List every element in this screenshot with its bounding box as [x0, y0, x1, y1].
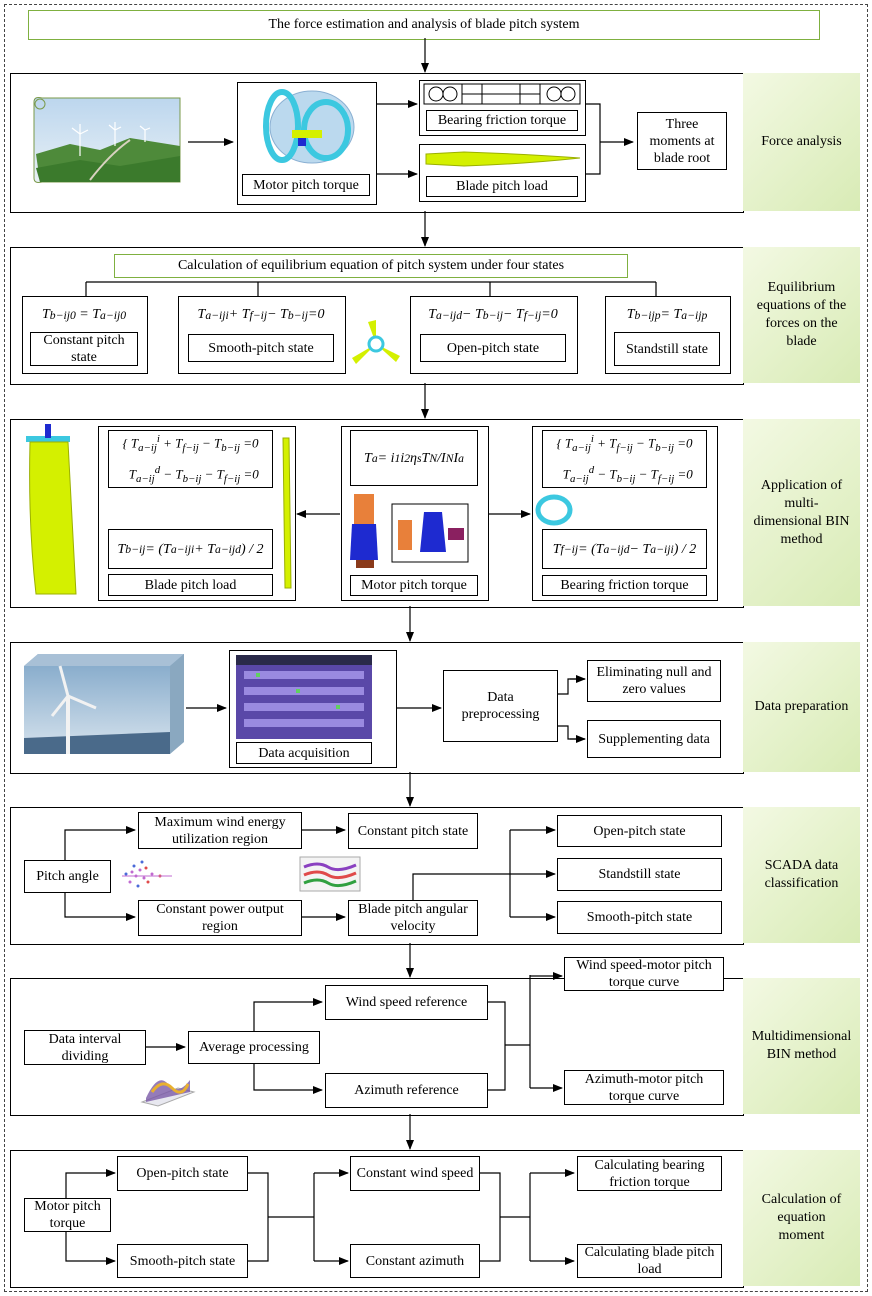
open-pitch-label: Open-pitch state	[420, 334, 566, 362]
calc-open-pitch-box: Open-pitch state	[117, 1156, 248, 1191]
data-preprocessing-box: Data preprocessing	[443, 670, 558, 742]
bearing-friction-torque-label: Bearing friction torque	[426, 110, 578, 131]
pitch-bearing-3d-icon	[263, 89, 355, 164]
smooth-pitch-label: Smooth-pitch state	[188, 334, 334, 362]
calc-motor-torque-box: Motor pitch torque	[24, 1198, 111, 1232]
motor-pitch-torque-label-2: Motor pitch torque	[350, 575, 478, 596]
blade-equation-system: { Ta−iji + Tf−ij − Tb−ij =0 Ta−ijd − Tb−…	[108, 430, 273, 488]
blade-pitch-load-label: Blade pitch load	[108, 574, 273, 596]
standstill-label: Standstill state	[614, 332, 720, 366]
constant-azimuth-box: Constant azimuth	[350, 1244, 480, 1278]
average-processing-box: Average processing	[188, 1031, 320, 1064]
wind-turbine-photo	[24, 654, 184, 754]
calc-smooth-pitch-box: Smooth-pitch state	[117, 1244, 248, 1278]
scada-open-pitch-box: Open-pitch state	[557, 815, 722, 847]
azimuth-reference-box: Azimuth reference	[325, 1073, 488, 1108]
stage-label: Data preparation	[743, 642, 860, 772]
pitch-scatter-icon	[122, 860, 172, 888]
wind-speed-curve-box: Wind speed-motor pitch torque curve	[564, 957, 724, 991]
motor-gearbox-icon	[350, 494, 469, 568]
bin-3d-plot-icon	[140, 1080, 196, 1107]
scada-screen-icon	[236, 655, 372, 739]
max-wind-region-box: Maximum wind energy utilization region	[138, 812, 302, 849]
motor-pitch-torque-label: Motor pitch torque	[242, 174, 370, 196]
supplementing-data-box: Supplementing data	[587, 720, 721, 758]
bearing-section-icon	[423, 83, 581, 105]
stage-label: Application of multi-dimensional BIN met…	[743, 419, 860, 606]
wind-speed-reference-box: Wind speed reference	[325, 985, 488, 1020]
outer-frame	[4, 4, 868, 1292]
scada-standstill-box: Standstill state	[557, 858, 722, 891]
equilibrium-header: Calculation of equilibrium equation of p…	[114, 254, 628, 278]
data-acquisition-label: Data acquisition	[236, 742, 372, 764]
stage-label: Multidimensional BIN method	[743, 978, 860, 1114]
eliminating-null-box: Eliminating null and zero values	[587, 660, 721, 702]
pitch-angle-box: Pitch angle	[24, 860, 111, 893]
bearing-friction-torque-label-2: Bearing friction torque	[542, 575, 707, 596]
wind-farm-photo	[33, 97, 181, 183]
blade-pitch-load-label: Blade pitch load	[426, 176, 578, 197]
constant-pitch-label: Constant pitch state	[30, 332, 138, 366]
blade-icon	[425, 151, 581, 167]
stage-label: Equilibrium equations of the forces on t…	[743, 247, 860, 383]
bearing-equation-system: { Ta−iji + Tf−ij − Tb−ij =0 Ta−ijd − Tb−…	[542, 430, 707, 488]
velocity-3d-plot-icon	[299, 856, 361, 892]
constant-power-region-box: Constant power output region	[138, 900, 302, 936]
blade-slim-icon	[282, 437, 292, 589]
angular-velocity-box: Blade pitch angular velocity	[348, 900, 478, 936]
stage-label: Force analysis	[743, 73, 860, 211]
data-interval-box: Data interval dividing	[24, 1030, 146, 1065]
hub-icon	[352, 320, 400, 364]
blade-root-icon	[26, 424, 77, 595]
scada-smooth-pitch-box: Smooth-pitch state	[557, 901, 722, 934]
stage-label: SCADA data classification	[743, 807, 860, 943]
bearing-ring-icon	[535, 494, 573, 526]
three-moments-box: Three moments at blade root	[637, 112, 727, 170]
calc-blade-pitch-load-box: Calculating blade pitch load	[577, 1244, 722, 1278]
azimuth-curve-box: Azimuth-motor pitch torque curve	[564, 1070, 724, 1105]
stage-label: Calculation of equation moment	[743, 1150, 860, 1286]
constant-wind-speed-box: Constant wind speed	[350, 1156, 480, 1191]
diagram-title: The force estimation and analysis of bla…	[28, 10, 820, 40]
calc-bearing-friction-box: Calculating bearing friction torque	[577, 1156, 722, 1191]
constant-pitch-state-box: Constant pitch state	[348, 813, 478, 849]
